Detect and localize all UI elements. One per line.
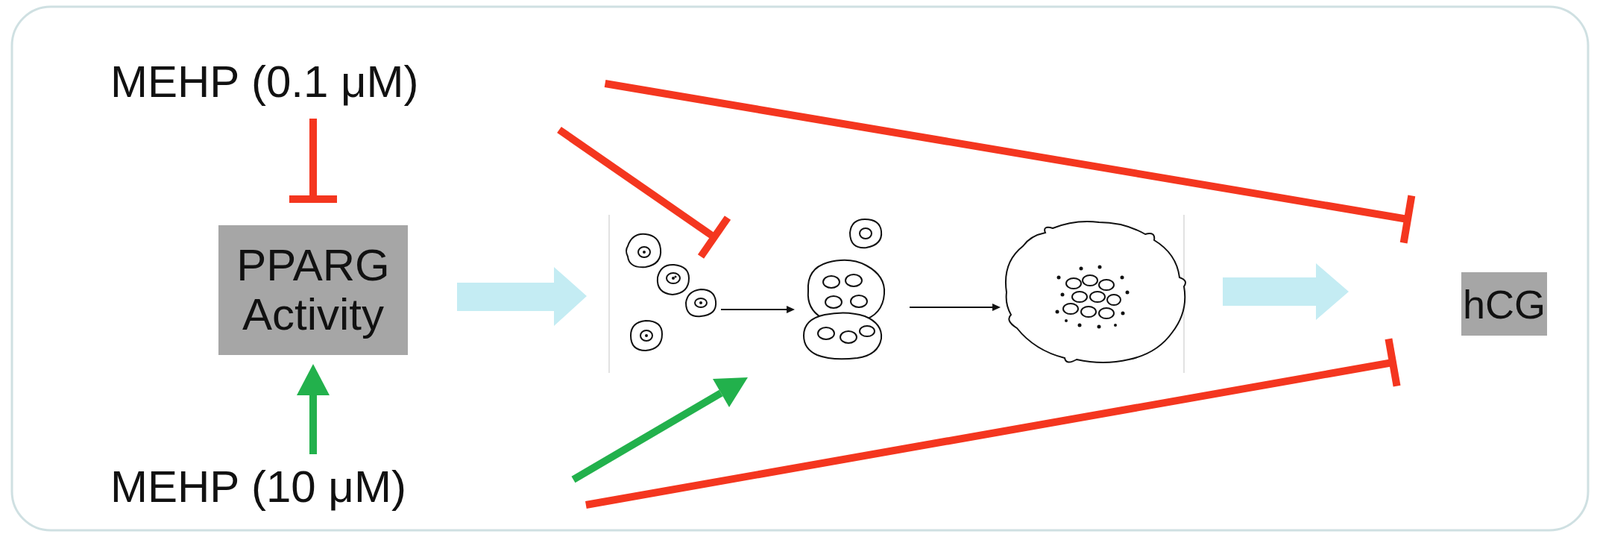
connector-line (586, 362, 1393, 505)
flow-block-arrow (457, 266, 587, 326)
process-inhibition-line (559, 129, 728, 257)
outer-frame (11, 6, 1589, 531)
connector-line (309, 395, 317, 455)
process-box: PPARG Activity (218, 225, 408, 355)
activation-arrow (296, 363, 330, 455)
nucleolus-dots (642, 250, 703, 337)
node-text: MEHP (0.1 μM) (110, 56, 420, 107)
connector-line (605, 83, 1408, 220)
node-text: PPARG Activity (221, 240, 405, 340)
cell-illustration (803, 219, 885, 359)
inhibition-line (605, 83, 1413, 244)
term-node: MEHP (0.1 μM) (110, 55, 420, 108)
syncytium-illustration (1005, 221, 1186, 363)
inhibition-bar (1403, 195, 1413, 243)
node-text: hCG (1462, 279, 1546, 329)
process-activation-arrow (573, 377, 748, 480)
flow-block-arrow (1222, 263, 1349, 320)
node-text: MEHP (10 μM) (110, 461, 407, 512)
connector-line (309, 118, 317, 200)
inhibition-bar (289, 195, 337, 203)
arrow-head (296, 363, 330, 396)
output-box: hCG (1461, 272, 1548, 336)
term-node: MEHP (10 μM) (110, 460, 407, 513)
inhibition-line (289, 118, 337, 200)
frame-line (608, 214, 610, 373)
granule-dots (1055, 265, 1130, 329)
inhibition-line (586, 338, 1398, 505)
inhibition-bar (1388, 338, 1397, 386)
